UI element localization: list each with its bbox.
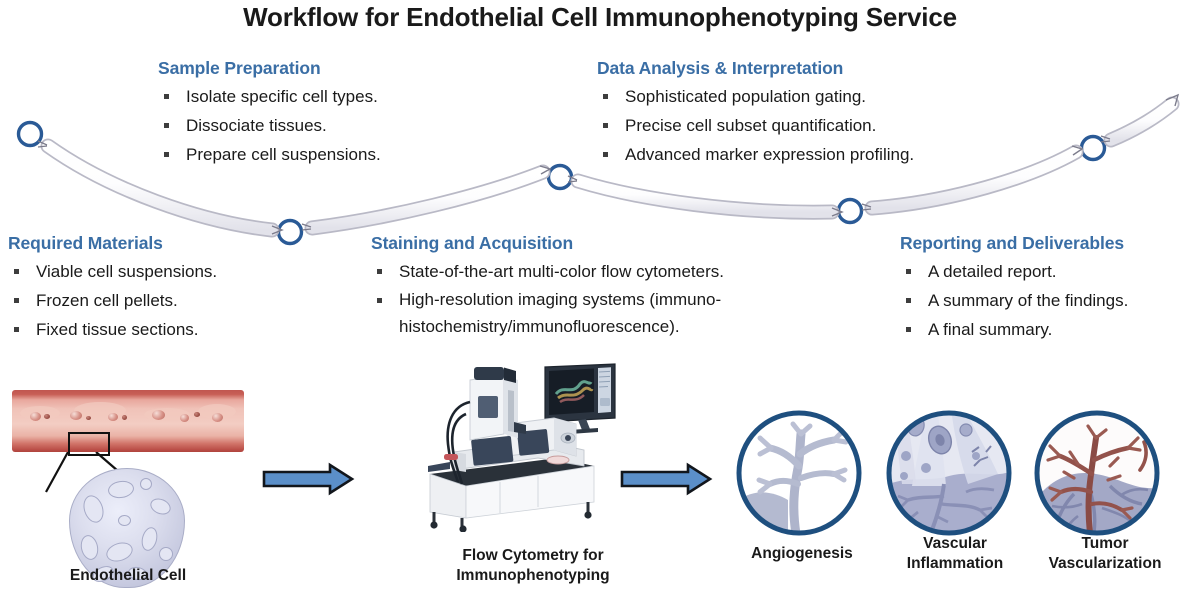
step-heading: Required Materials (8, 233, 163, 253)
list-item: High-resolution imaging systems (immuno-… (371, 286, 791, 340)
vascular-inflammation-label-line2: Inflammation (906, 555, 1004, 572)
list-item: A summary of the findings. (900, 286, 1128, 315)
flow-cytometry-label-line2: Immunophenotyping (456, 567, 610, 584)
step-heading: Staining and Acquisition (371, 233, 574, 253)
curved-tube-connector-icon (301, 164, 552, 236)
list-item: Advanced marker expression profiling. (597, 140, 914, 169)
bullet-square-icon (906, 269, 911, 274)
bullet-text: Isolate specific cell types. (186, 87, 378, 106)
bullet-text: Advanced marker expression profiling. (625, 145, 915, 164)
vascular-inflammation-label-line1: Vascular (923, 535, 987, 552)
vascular-inflammation-label: Vascular Inflammation (875, 534, 1035, 574)
bullet-square-icon (906, 327, 911, 332)
bullet-text: State-of-the-art multi-color flow cytome… (399, 262, 724, 281)
list-item: Fixed tissue sections. (8, 315, 217, 344)
magnification-selection-box (68, 432, 110, 456)
bullet-text: Fixed tissue sections. (36, 320, 199, 339)
list-item: Frozen cell pellets. (8, 286, 217, 315)
list-item: Dissociate tissues. (158, 111, 381, 140)
list-item: Sophisticated population gating. (597, 82, 914, 111)
step-bullet-list: Isolate specific cell types. Dissociate … (158, 82, 381, 169)
bullet-text: A detailed report. (928, 262, 1057, 281)
bullet-text: Precise cell subset quantification. (625, 116, 877, 135)
tumor-vascularization-label-line1: Tumor (1081, 535, 1129, 552)
bullet-square-icon (164, 123, 169, 128)
curved-tube-connector-icon (567, 173, 844, 220)
list-item: Prepare cell suspensions. (158, 140, 381, 169)
tumor-vascularization-icon (1034, 410, 1160, 536)
step-heading: Data Analysis & Interpretation (597, 58, 844, 78)
cytometer-instrument (428, 367, 585, 485)
bullet-text: Prepare cell suspensions. (186, 145, 381, 164)
bullet-text: Dissociate tissues. (186, 116, 327, 135)
tumor-vascularization-label: Tumor Vascularization (1020, 534, 1190, 574)
bullet-square-icon (603, 94, 608, 99)
bullet-text: A summary of the findings. (928, 291, 1129, 310)
cell-body (69, 468, 185, 588)
angiogenesis-label: Angiogenesis (722, 544, 882, 564)
bullet-text: Viable cell suspensions. (36, 262, 218, 281)
bullet-square-icon (14, 327, 19, 332)
lab-bench (429, 458, 595, 532)
endothelial-cell-label: Endothelial Cell (69, 567, 187, 584)
flow-cytometry-label: Flow Cytometry for Immunophenotyping (395, 546, 671, 586)
blood-vessel-illustration (12, 390, 252, 460)
vascular-inflammation-icon (886, 410, 1012, 536)
monitor-icon (544, 363, 616, 434)
step-sample-preparation: Sample Preparation Isolate specific cell… (158, 58, 381, 169)
flow-cytometer-illustration (428, 363, 616, 532)
step-bullet-list: A detailed report. A summary of the find… (900, 257, 1128, 344)
bullet-square-icon (14, 298, 19, 303)
step-staining-acquisition: Staining and Acquisition State-of-the-ar… (371, 233, 791, 340)
bullet-square-icon (377, 298, 382, 303)
flow-cytometry-label-line1: Flow Cytometry for (462, 547, 604, 564)
step-required-materials: Required Materials Viable cell suspensio… (8, 233, 217, 344)
outcome-illustrations (736, 410, 1160, 536)
vessel-lumen (12, 390, 244, 452)
list-item: State-of-the-art multi-color flow cytome… (371, 257, 791, 286)
step-bullet-list: State-of-the-art multi-color flow cytome… (371, 257, 791, 340)
bullet-square-icon (164, 152, 169, 157)
endothelial-cell-illustration (12, 452, 252, 588)
bullet-text: Frozen cell pellets. (36, 291, 178, 310)
curved-tube-connector-icon (1100, 93, 1180, 148)
step-heading: Sample Preparation (158, 58, 321, 78)
tumor-vascularization-label-line2: Vascularization (1048, 555, 1162, 572)
bullet-square-icon (603, 123, 608, 128)
bullet-square-icon (377, 269, 382, 274)
angiogenesis-label-line1: Angiogenesis (751, 545, 853, 562)
bullet-square-icon (906, 298, 911, 303)
list-item: Precise cell subset quantification. (597, 111, 914, 140)
bullet-square-icon (603, 152, 608, 157)
bullet-square-icon (14, 269, 19, 274)
list-item: A detailed report. (900, 257, 1128, 286)
step-reporting-deliverables: Reporting and Deliverables A detailed re… (900, 233, 1128, 344)
step-bullet-list: Sophisticated population gating. Precise… (597, 82, 914, 169)
page-title: Workflow for Endothelial Cell Immunophen… (243, 2, 957, 32)
angiogenesis-icon (736, 410, 862, 536)
bullet-text: High-resolution imaging systems (immuno-… (399, 290, 722, 336)
list-item: Viable cell suspensions. (8, 257, 217, 286)
step-heading: Reporting and Deliverables (900, 233, 1124, 253)
step-bullet-list: Viable cell suspensions. Frozen cell pel… (8, 257, 217, 344)
step-data-analysis: Data Analysis & Interpretation Sophistic… (597, 58, 914, 169)
bullet-square-icon (164, 94, 169, 99)
list-item: A final summary. (900, 315, 1128, 344)
right-arrow-icon (262, 462, 355, 496)
bullet-text: Sophisticated population gating. (625, 87, 867, 106)
bullet-text: A final summary. (928, 320, 1053, 339)
list-item: Isolate specific cell types. (158, 82, 381, 111)
